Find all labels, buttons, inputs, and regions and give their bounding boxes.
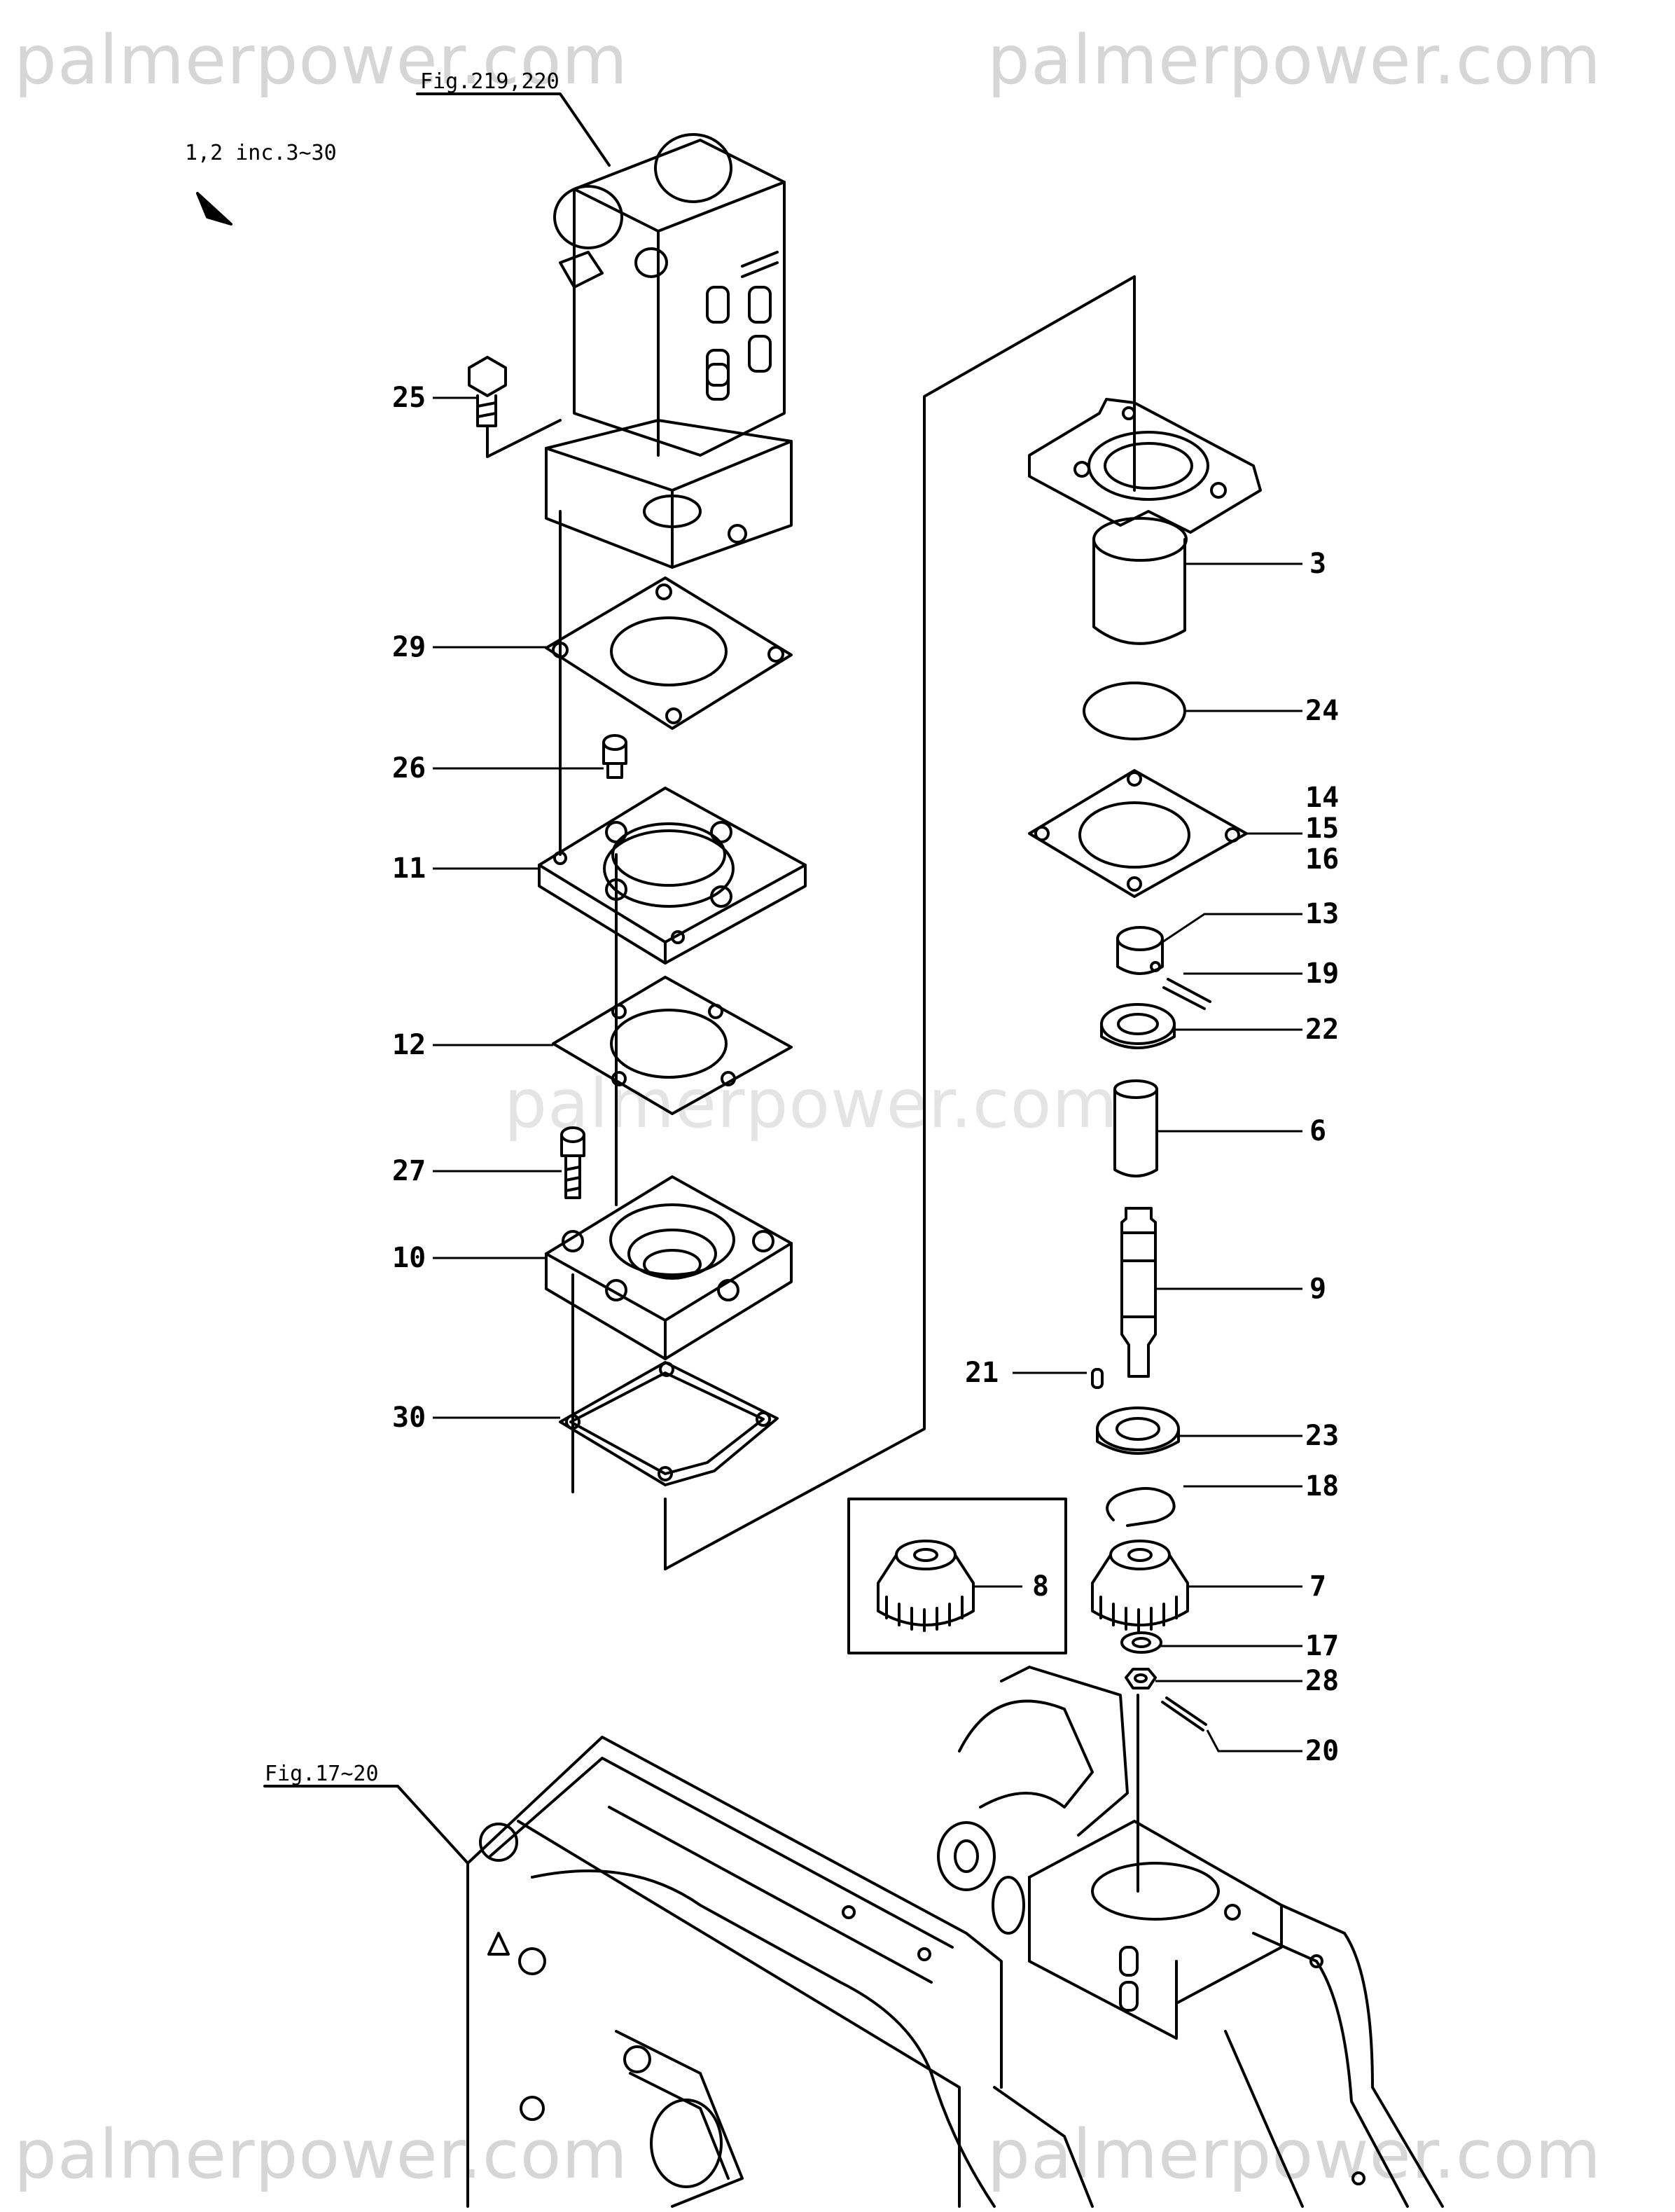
watermark: palmerpower.com (14, 2115, 628, 2194)
nut-28 (1125, 1668, 1157, 1689)
part-number-13: 13 (1305, 898, 1339, 930)
part-number-7: 7 (1309, 1570, 1326, 1603)
flange-3 (1028, 398, 1262, 645)
part-number-10: 10 (392, 1242, 426, 1274)
gasket-12 (552, 976, 793, 1115)
gear-case-housing (466, 1666, 1444, 2208)
bolt-26 (602, 734, 627, 779)
fig-ref-top: Fig.219,220 (420, 69, 560, 94)
part-number-30: 30 (392, 1402, 426, 1434)
part-number-18: 18 (1305, 1470, 1339, 1502)
part-number-6: 6 (1309, 1115, 1326, 1147)
assembly-note: 1,2 inc.3∼30 (185, 141, 337, 165)
part-number-26: 26 (392, 752, 426, 784)
bearing-22 (1100, 1003, 1176, 1049)
bearing-23 (1096, 1406, 1180, 1455)
part-number-27: 27 (392, 1155, 426, 1187)
o-ring-24 (1083, 682, 1186, 740)
watermark: palmerpower.com (987, 21, 1601, 99)
part-number-14: 14 (1305, 782, 1339, 814)
part-number-29: 29 (392, 631, 426, 663)
fig-top-leader (416, 92, 611, 167)
part-number-3: 3 (1309, 548, 1326, 580)
pin-19 (1162, 978, 1211, 1010)
part-number-24: 24 (1305, 695, 1339, 727)
part-number-23: 23 (1305, 1420, 1339, 1452)
watermark: palmerpower.com (504, 1065, 1118, 1143)
part-number-22: 22 (1305, 1014, 1339, 1046)
part-number-12: 12 (392, 1029, 426, 1061)
part-number-21: 21 (965, 1357, 999, 1389)
part-number-20: 20 (1305, 1735, 1339, 1767)
alt-part-8-box (847, 1498, 1067, 1654)
shaft-9 (1120, 1207, 1157, 1378)
gear-7 (1091, 1540, 1189, 1632)
gear-8 (877, 1540, 975, 1632)
part-number-25: 25 (392, 382, 426, 414)
watermark: palmerpower.com (14, 21, 628, 99)
part-number-28: 28 (1305, 1665, 1339, 1697)
collar-13 (1116, 926, 1164, 975)
part-number-8: 8 (1032, 1570, 1049, 1603)
part-number-9: 9 (1309, 1273, 1326, 1305)
gasket-14-15-16 (1028, 769, 1248, 898)
direction-arrow-icon (196, 192, 232, 226)
part-number-15: 15 (1305, 813, 1339, 845)
bolt-25 (468, 356, 507, 427)
fig-bottom-leader (263, 1785, 469, 1865)
part-number-19: 19 (1305, 958, 1339, 990)
watermark: palmerpower.com (987, 2115, 1601, 2194)
gasket-29 (545, 576, 793, 730)
housing-10 (545, 1175, 793, 1360)
sleeve-6 (1113, 1079, 1158, 1177)
part-number-11: 11 (392, 852, 426, 885)
assembly-connector-line (664, 275, 1136, 1570)
washer-17 (1120, 1631, 1162, 1654)
bolt-guide (486, 419, 562, 458)
fig-ref-bottom: Fig.17∼20 (265, 1762, 379, 1786)
circlip-18 (1106, 1487, 1176, 1527)
part-number-17: 17 (1305, 1630, 1339, 1662)
bolt-27 (560, 1126, 585, 1199)
cotter-pin-20 (1161, 1696, 1207, 1731)
plate-11 (538, 787, 807, 965)
part-number-16: 16 (1305, 843, 1339, 876)
gasket-30 (559, 1361, 779, 1486)
key-21 (1091, 1368, 1104, 1389)
top-assembly (545, 133, 793, 569)
